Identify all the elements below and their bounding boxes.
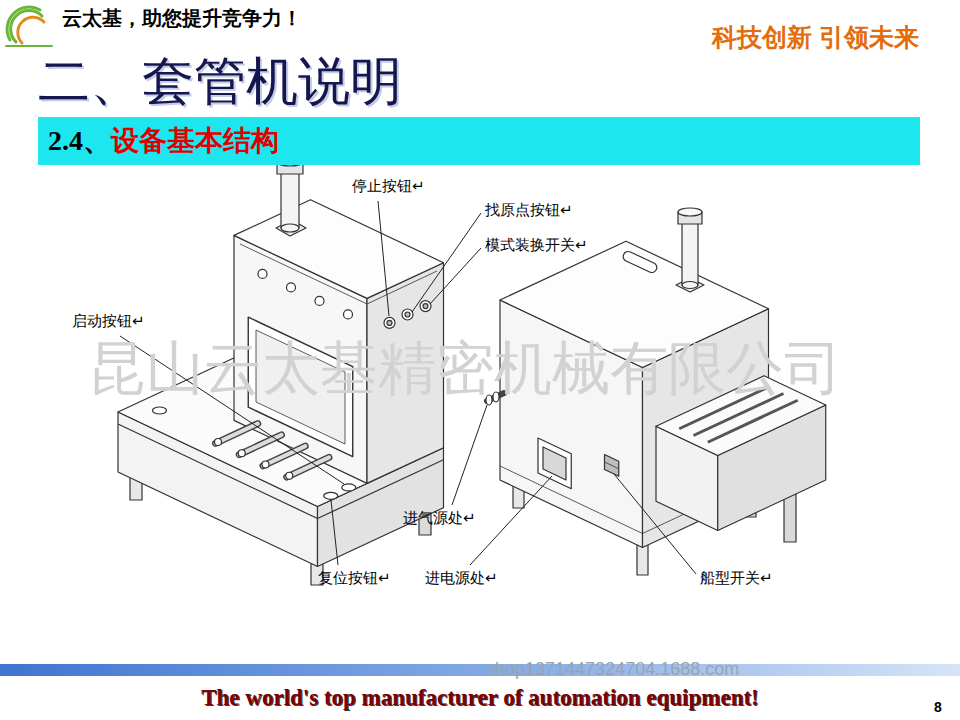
- machine-front-view: [238, 450, 245, 457]
- machine-rear-view: [637, 545, 648, 575]
- callout-label: 启动按钮↵: [72, 312, 145, 330]
- callout-label: 进电源处↵: [425, 569, 498, 587]
- page-number: 8: [934, 699, 942, 716]
- machine-front-view: [215, 439, 222, 446]
- leader-lines: [614, 474, 696, 574]
- company-logo: [18, 17, 44, 43]
- leader-lines: [452, 405, 487, 505]
- company-logo: [6, 7, 52, 46]
- machine-front-view: [263, 446, 305, 466]
- machine-front-view: [287, 283, 296, 292]
- machine-front-view: [258, 269, 267, 278]
- machine-rear-view: [682, 282, 698, 289]
- machine-rear-view: [682, 222, 698, 285]
- machine-front-view: [281, 224, 299, 232]
- machine-front-view: [234, 200, 444, 299]
- tagline: 科技创新 引领未来: [712, 22, 919, 52]
- machine-front-view: [262, 446, 305, 468]
- machine-front-view: [402, 309, 413, 320]
- leader-lines: [378, 201, 389, 316]
- machine-front-view: [286, 457, 329, 479]
- machine-front-view: [387, 320, 392, 325]
- machine-front-view: [215, 424, 257, 444]
- machine-front-view: [240, 244, 437, 304]
- machine-front-view: [215, 424, 258, 446]
- machine-rear-view: [605, 462, 619, 469]
- machine-front-view: [315, 296, 324, 305]
- section-band: 2.4、设备基本结构: [38, 117, 920, 165]
- shop-watermark: shop1371447324704.1688.com: [486, 659, 739, 681]
- company-logo: [6, 45, 52, 47]
- machine-front-view: [263, 446, 305, 466]
- section-heading: 设备基本结构: [111, 122, 279, 160]
- machine-front-view: [239, 435, 281, 455]
- machine-front-view: [420, 301, 431, 312]
- machine-front-view: [239, 435, 281, 455]
- machine-front-view: [215, 424, 257, 444]
- machine-rear-view: [784, 494, 796, 542]
- callout-label: 船型开关↵: [700, 569, 773, 587]
- slide-title: 二、套管机说明: [38, 50, 402, 112]
- machine-front-view: [423, 304, 428, 309]
- machine-rear-view: [678, 208, 702, 216]
- machine-rear-view: [708, 400, 798, 442]
- footer-bar: [0, 664, 960, 676]
- machine-rear-view: [622, 250, 659, 274]
- company-slogan: 云太基，助您提升竞争力！: [62, 6, 302, 30]
- machine-rear-view: [538, 438, 571, 489]
- leader-lines: [331, 500, 338, 565]
- machine-rear-view: [605, 455, 619, 477]
- section-number: 2.4、: [48, 122, 111, 160]
- machine-front-view: [384, 317, 395, 328]
- callout-label: 模式装换开关↵: [485, 236, 588, 254]
- footer-slogan: The world's top manufacturer of automati…: [0, 684, 960, 712]
- watermark: 昆山云太基精密机械有限公司: [88, 333, 842, 403]
- callout-label: 找原点按钮↵: [485, 201, 573, 219]
- machine-front-view: [344, 310, 353, 319]
- callout-label: 复位按钮↵: [318, 569, 391, 587]
- callout-label: 停止按钮↵: [352, 177, 425, 195]
- machine-front-view: [405, 312, 410, 317]
- company-logo: [11, 11, 42, 42]
- machine-front-view: [342, 484, 356, 491]
- machine-front-view: [324, 492, 338, 499]
- leader-lines: [470, 476, 552, 565]
- machine-front-view: [153, 407, 167, 414]
- machine-rear-view: [543, 447, 566, 480]
- machine-front-view: [281, 172, 299, 228]
- leader-lines: [412, 213, 481, 312]
- callout-label: 进气源处↵: [403, 509, 476, 527]
- machine-front-view: [286, 472, 293, 479]
- machine-front-view: [262, 461, 269, 468]
- leader-lines: [430, 248, 481, 304]
- machine-front-view: [215, 424, 330, 480]
